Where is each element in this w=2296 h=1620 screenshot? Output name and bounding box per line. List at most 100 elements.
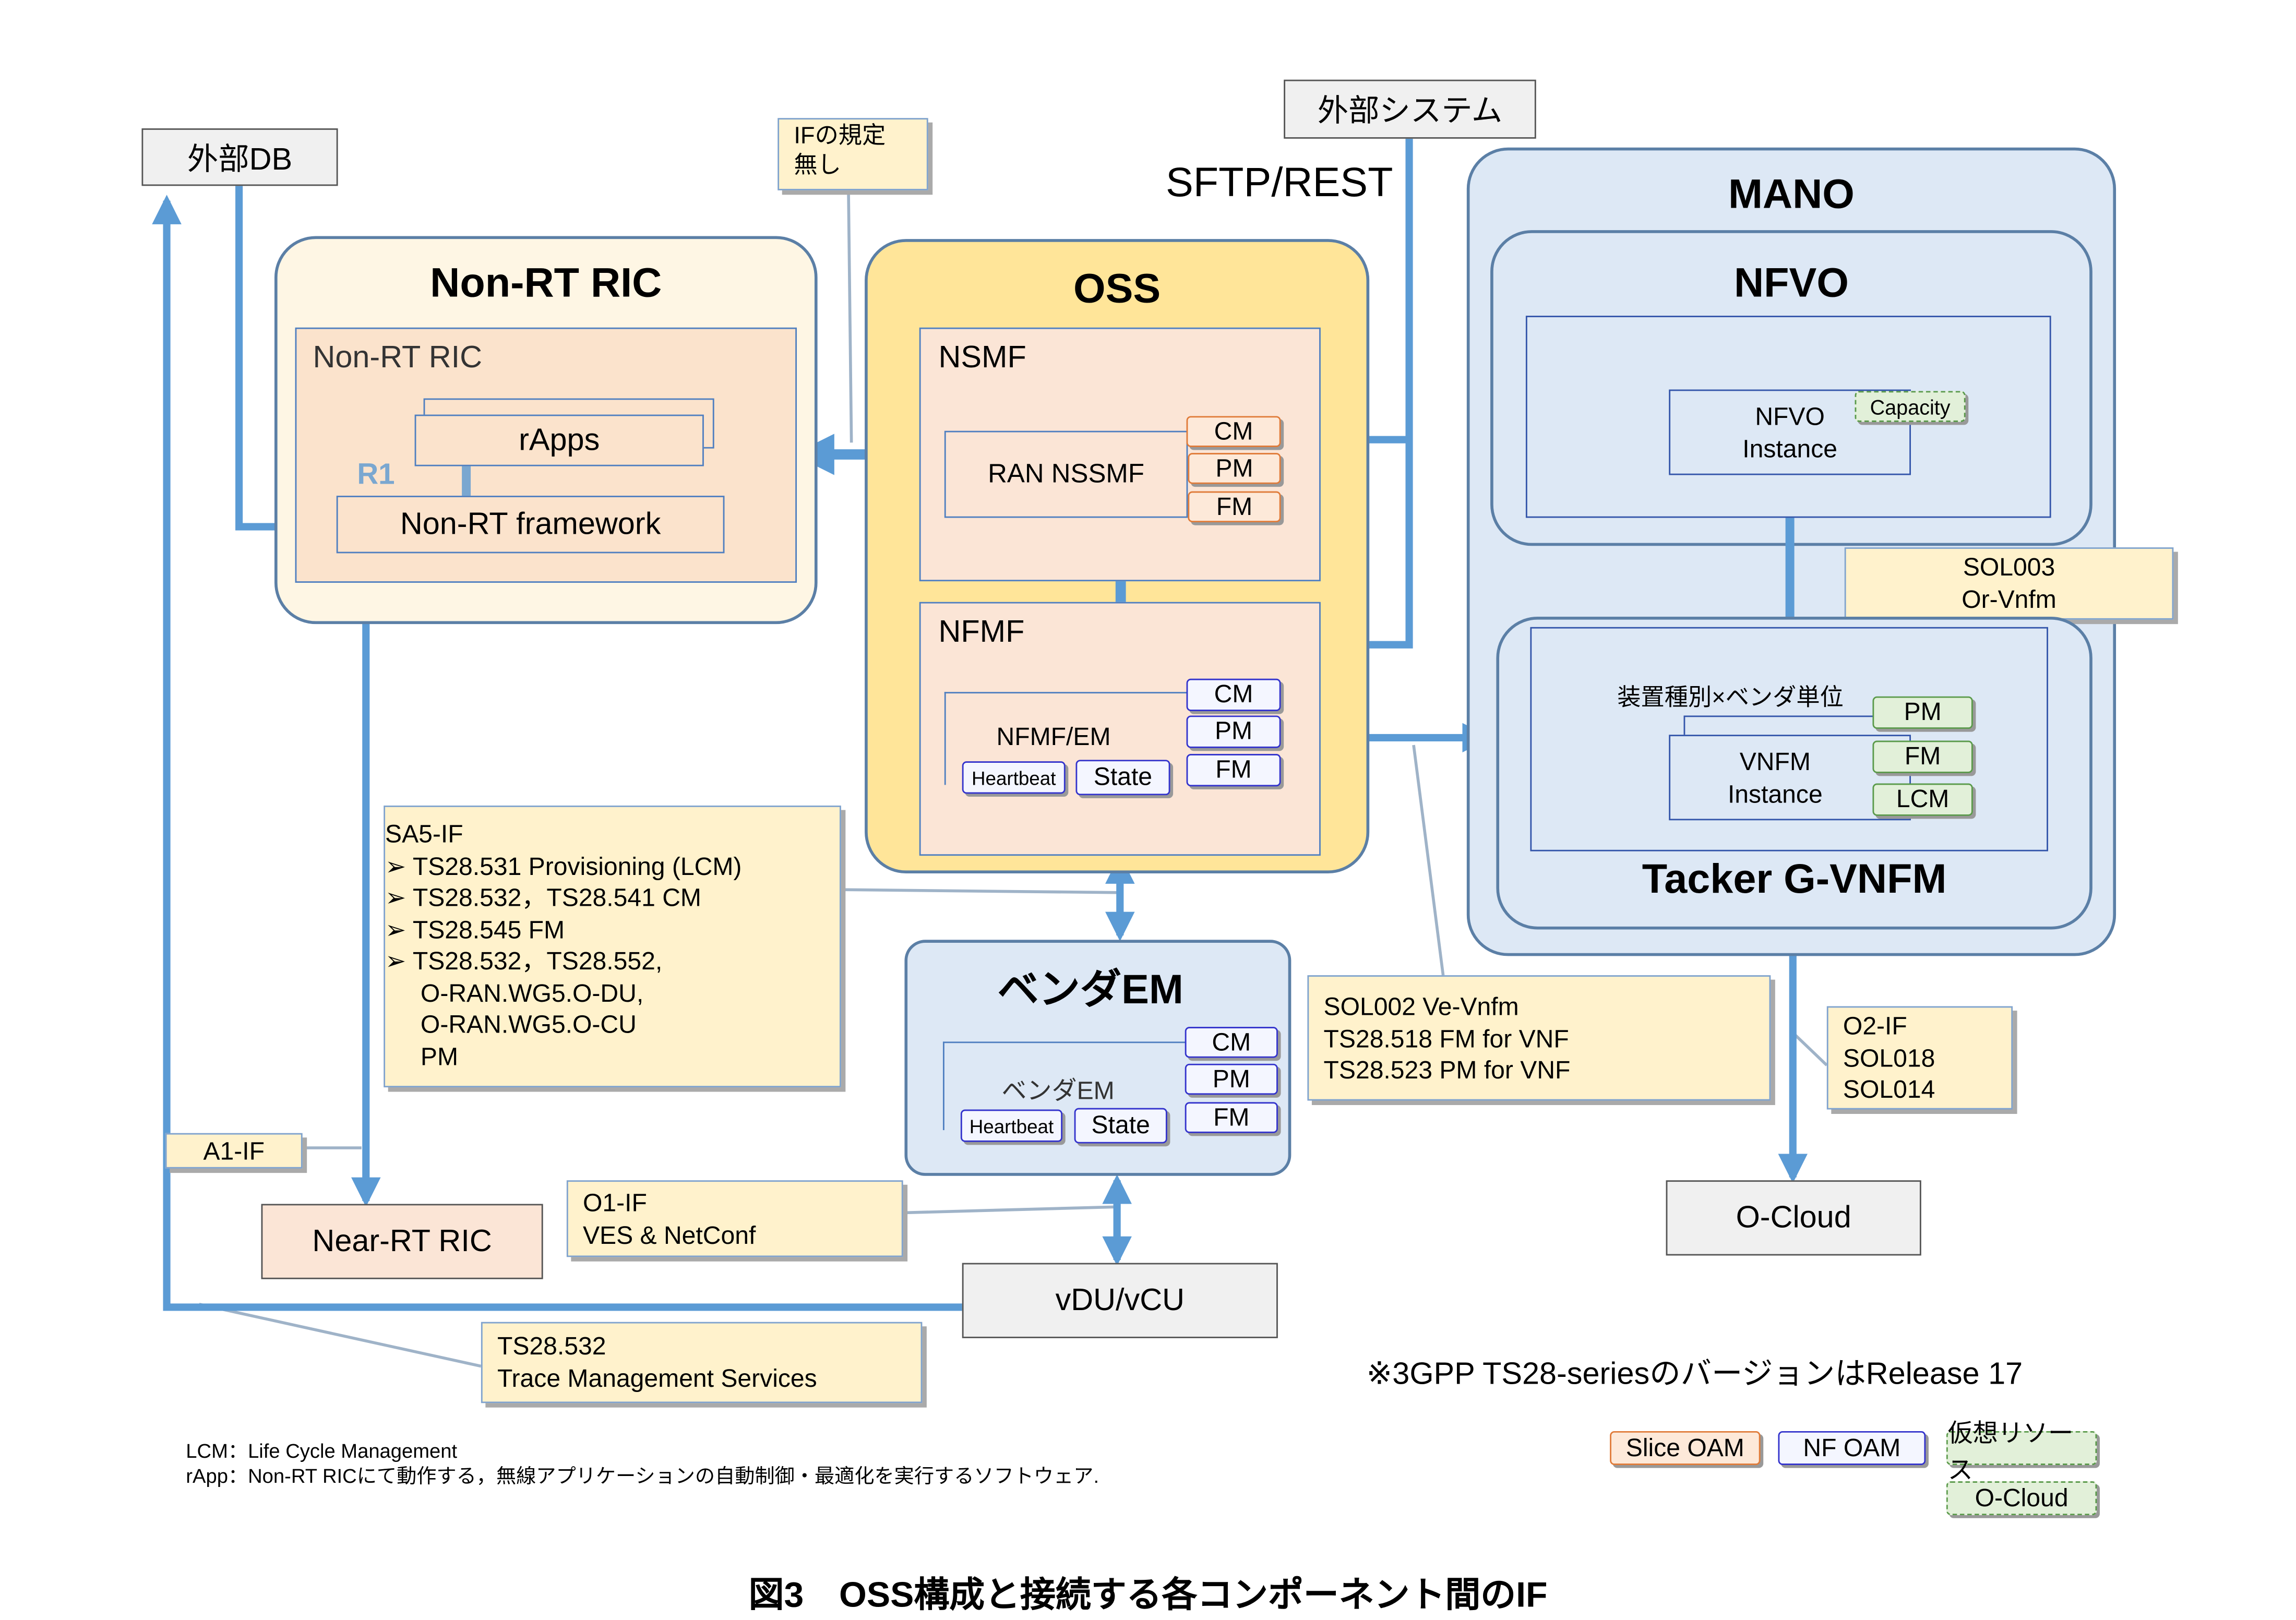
vnfm-fm: FM [1872,740,1973,773]
leader-sol002 [1412,745,1445,976]
nsmf-cm: CM [1186,416,1281,447]
vnfm-instance-shadow [1683,715,1911,746]
legend-virtual-resource: 仮想リソース [1946,1419,2097,1483]
mano-title: MANO [1728,171,1855,217]
vnfm-instance: VNFM Instance [1669,735,1911,821]
nfvo-instance: NFVO Instance [1669,389,1911,475]
if-undefined-note: IFの規定無し [778,118,928,190]
footnote: rApp：Non-RT RICにて動作する，無線アプリケーションの自動制御・最適… [186,1465,1099,1487]
o-cloud: O-Cloud [1666,1180,1921,1256]
sa5-item: ➢ TS28.532，TS28.552, [385,947,663,976]
nsmf-pm: PM [1188,453,1281,484]
leader-if-note [847,190,853,443]
note-line: SOL003 [1963,553,2055,582]
note-line: 無し [794,153,841,179]
nfvo-capacity: Capacity [1855,391,1966,422]
nfmf-pm: PM [1186,715,1281,748]
vendor-em-inner: ベンダEM [942,1041,1187,1131]
vnfm-pm: PM [1872,696,1973,729]
tacker-vnfm-title: Tacker G-VNFM [1642,856,1947,902]
sa5-if-note: SA5-IF ➢ TS28.531 Provisioning (LCM) ➢ T… [384,805,841,1088]
nfmf-em-label: NFMF/EM [996,723,1111,751]
leader-o1 [903,1205,1117,1215]
sa5-heading: SA5-IF [385,820,463,848]
nfmf-em: NFMF/EM [944,692,1188,785]
vnfm-lcm: LCM [1872,783,1973,816]
leader-o2 [1791,1031,1828,1066]
note-line: O1-IF [582,1189,647,1217]
nfvo-instance-line: Instance [1742,435,1837,463]
nsmf-label: NSMF [938,341,1026,375]
vendor-em-inner-label: ベンダEM [1001,1077,1115,1106]
nfvo-group: NFVO [1490,230,2092,546]
leader-sa5 [841,888,1120,894]
sa5-cont: PM [420,1042,459,1071]
oss-title: OSS [1073,266,1161,311]
arrow-vdu-extdb [152,195,962,1311]
sa5-cont: O-RAN.WG5.O-DU, [420,979,644,1007]
non-rt-framework: Non-RT framework [336,496,725,554]
sa5-item-text: TS28.532，TS28.541 CM [412,883,702,912]
non-rt-ric-inner-label: Non-RT RIC [313,341,483,375]
r1-label: R1 [357,459,395,491]
em-pm: PM [1185,1063,1278,1095]
vdu-vcu: vDU/vCU [962,1263,1278,1338]
note-line: Or-Vnfm [1962,585,2056,614]
em-fm: FM [1185,1102,1278,1133]
legend-nf-oam: NF OAM [1778,1431,1926,1466]
em-heartbeat: Heartbeat [960,1109,1063,1142]
nfmf-cm: CM [1186,678,1281,711]
em-cm: CM [1185,1027,1278,1058]
sa5-item-text: TS28.531 Provisioning (LCM) [412,852,742,880]
nfvo-instance-line: NFVO [1755,402,1825,431]
release-note: ※3GPP TS28-seriesのバージョンはRelease 17 [1366,1357,2023,1391]
em-state: State [1074,1108,1167,1144]
non-rt-ric-title: Non-RT RIC [430,259,662,306]
nfvo-inner [1525,316,2051,518]
vendor-em-title: ベンダEM [997,966,1183,1012]
legend-slice-oam: Slice OAM [1610,1431,1761,1466]
note-line: SOL018 [1843,1043,1935,1072]
note-line: SOL002 Ve-Vnfm [1323,993,1519,1021]
nfmf-state: State [1075,760,1170,796]
note-line: TS28.532 [497,1332,606,1361]
sa5-cont: O-RAN.WG5.O-CU [420,1011,637,1039]
note-line: TS28.518 FM for VNF [1323,1024,1569,1053]
sa5-item: ➢ TS28.531 Provisioning (LCM) [385,852,742,880]
vnfm-inner [1530,627,2048,851]
external-system: 外部システム [1284,79,1536,139]
or-vnfm-link [1785,518,1795,627]
vnfm-unit-label: 装置種別×ベンダ単位 [1617,686,1844,711]
nfvo-title: NFVO [1733,259,1849,306]
footnote: LCM：Life Cycle Management [186,1439,458,1462]
legend-o-cloud: O-Cloud [1946,1481,2097,1516]
external-db: 外部DB [141,128,338,186]
sa5-item: ➢ TS28.532，TS28.541 CM [385,883,702,912]
nsmf-fm: FM [1188,491,1281,523]
note-line: IFの規定 [794,124,886,149]
note-line: SOL014 [1843,1075,1935,1104]
sa5-item-text: TS28.545 FM [412,915,565,944]
vnfm-instance-line: VNFM [1739,748,1811,776]
vnfm-instance-line: Instance [1727,780,1823,809]
a1-if-note: A1-IF [165,1133,303,1169]
note-line: Trace Management Services [497,1364,817,1393]
ran-nssmf: RAN NSSMF [944,430,1188,518]
nsmf-nfmf-link [1115,581,1126,604]
figure-caption: 図3 OSS構成と接続する各コンポーネント間のIF [748,1576,1548,1616]
note-line: TS28.523 PM for VNF [1323,1056,1571,1085]
sftp-rest-label: SFTP/REST [1165,159,1393,206]
sa5-item-text: TS28.532，TS28.552, [412,947,663,976]
note-line: VES & NetConf [582,1221,756,1249]
rapps-box: rApps [414,414,704,466]
footnotes: LCM：Life Cycle Management rApp：Non-RT RIC… [186,1438,1099,1489]
r1-connector [462,466,471,496]
note-line: O2-IF [1843,1012,1907,1040]
nfmf-heartbeat: Heartbeat [962,761,1066,794]
o1-if-note: O1-IF VES & NetConf [566,1180,903,1257]
